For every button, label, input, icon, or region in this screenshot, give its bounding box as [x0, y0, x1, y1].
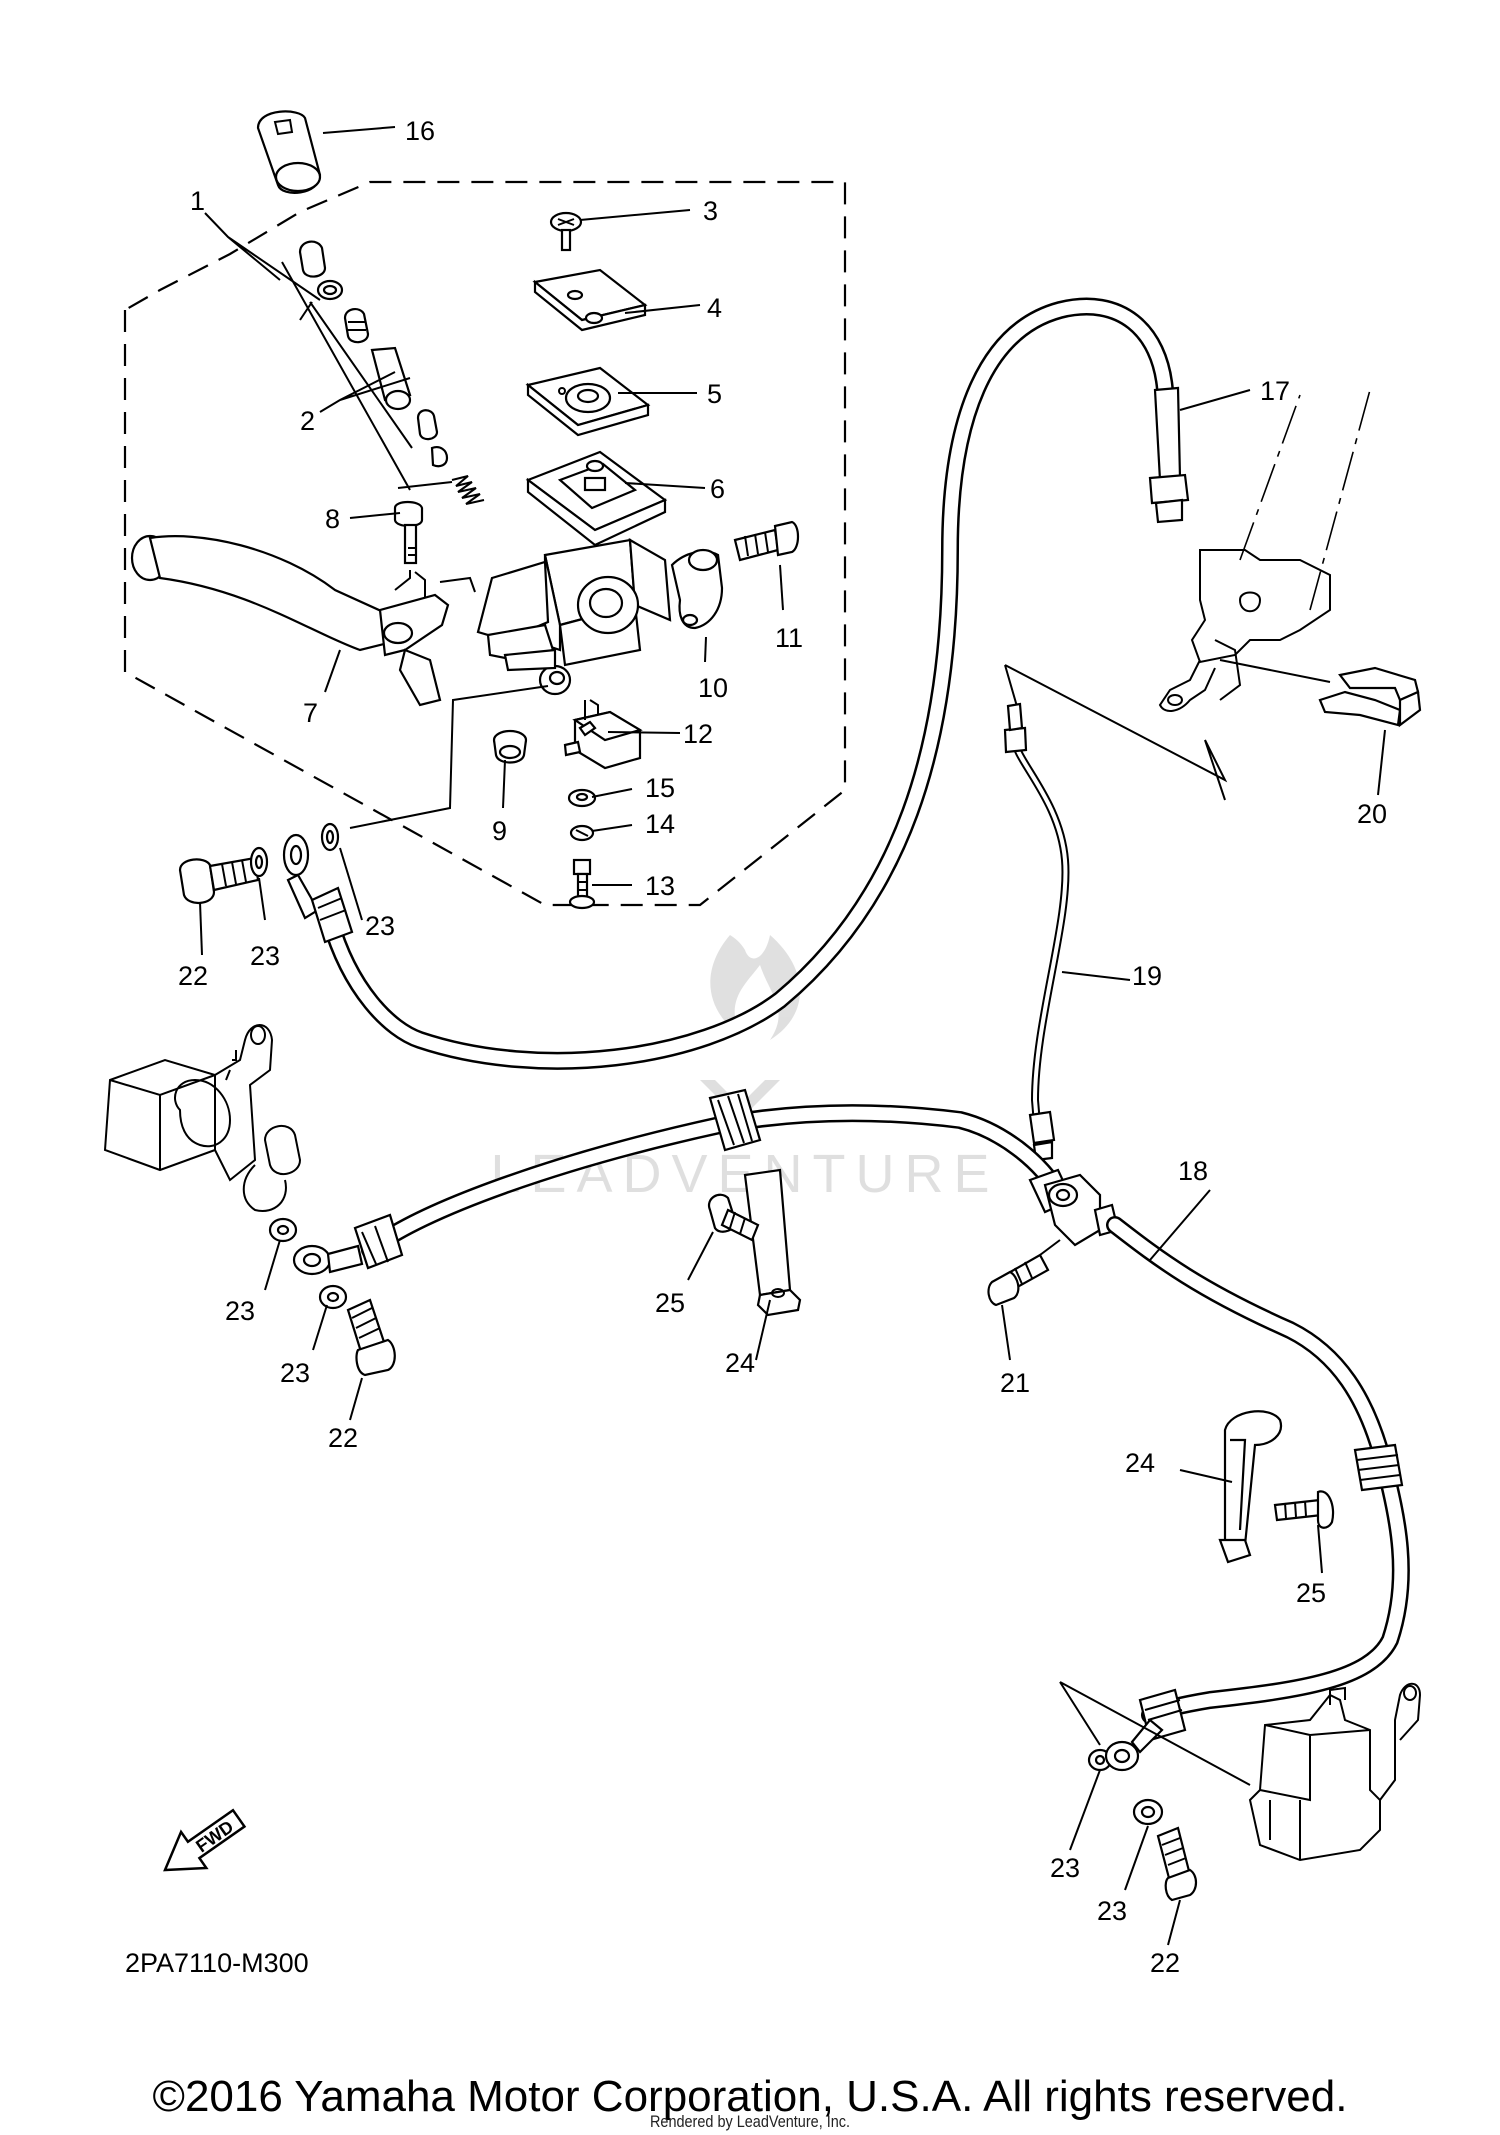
callout-22-lower-left: 22	[328, 1423, 358, 1453]
callout-13: 13	[645, 871, 675, 901]
fwd-arrow-icon: FWD	[163, 1808, 247, 1872]
master-cylinder-assembly-boundary	[123, 180, 847, 907]
callout-17: 17	[1260, 376, 1290, 406]
callout-24-center: 24	[725, 1348, 755, 1378]
bolt-part-11	[733, 520, 800, 562]
callout-5: 5	[707, 379, 722, 409]
bolt-part-25-center	[707, 1193, 760, 1242]
washer-part-23-lower-left-b	[318, 1284, 348, 1310]
callout-23-upper-left: 23	[250, 941, 280, 971]
leader-caliper-to-pipe	[1004, 664, 1228, 801]
callout-23-lower-right-a: 23	[1050, 1853, 1080, 1883]
brake-lever-part-7	[130, 534, 476, 707]
leader-right-banjo-group	[1059, 1681, 1251, 1786]
hose-banjo-fitting-lower-left	[292, 1244, 364, 1276]
brake-hose-part-18-right	[1106, 1216, 1410, 1742]
master-cylinder-body	[476, 538, 672, 696]
callout-9: 9	[492, 816, 507, 846]
washer-part-23-lower-right-b	[1132, 1798, 1164, 1826]
brake-pipe-part-19	[1003, 702, 1070, 1162]
callout-15: 15	[645, 773, 675, 803]
bolt-part-25-right	[1273, 1490, 1335, 1529]
callout-23-upper-right: 23	[365, 911, 395, 941]
callout-22-upper: 22	[178, 961, 208, 991]
callout-19: 19	[1132, 961, 1162, 991]
brake-hose-part-18-left	[353, 1088, 1074, 1270]
callout-4: 4	[707, 293, 722, 323]
clip-part-20	[1318, 666, 1422, 728]
washer-part-23-upper-right	[320, 822, 340, 852]
grip-holder-part-16	[256, 110, 322, 194]
callout-22-lower-right: 22	[1150, 1948, 1180, 1978]
hose-guide-part-24-right	[1218, 1410, 1283, 1564]
callout-8: 8	[325, 504, 340, 534]
callout-12: 12	[683, 719, 713, 749]
hose-banjo-fitting-lower-right	[1104, 1718, 1164, 1772]
callout-11: 11	[775, 623, 803, 653]
copyright-notice: ©2016 Yamaha Motor Corporation, U.S.A. A…	[152, 2072, 1348, 2121]
callout-23-lower-left-a: 23	[225, 1296, 255, 1326]
callout-7: 7	[303, 698, 318, 728]
callout-6: 6	[710, 474, 725, 504]
bolt-part-21	[987, 1253, 1050, 1307]
washer-part-23-lower-left-a	[268, 1217, 298, 1243]
brake-hose-part-17	[310, 297, 1190, 1070]
pivot-bolt-part-8	[393, 500, 424, 565]
callout-10: 10	[698, 673, 728, 703]
callout-2: 2	[300, 406, 315, 436]
leader-hose-to-body	[349, 685, 549, 829]
leader-clip-20	[1219, 659, 1331, 683]
brake-switch-part-12	[563, 699, 643, 770]
grommet-part-9	[492, 729, 528, 764]
callout-3: 3	[703, 196, 718, 226]
banjo-bolt-part-22-lower-left	[346, 1298, 396, 1377]
diaphragm-plate-part-5	[525, 366, 651, 437]
lock-washer-part-14	[569, 824, 595, 842]
banjo-bolt-part-22-lower-right	[1156, 1826, 1198, 1902]
rendered-by-notice: Rendered by LeadVenture, Inc.	[649, 2112, 851, 2131]
callout-24-right: 24	[1125, 1448, 1155, 1478]
callout-20: 20	[1357, 799, 1387, 829]
screw-part-13	[568, 858, 596, 910]
callout-23-lower-left-b: 23	[280, 1358, 310, 1388]
callout-21: 21	[1000, 1368, 1030, 1398]
callout-23-lower-right-b: 23	[1097, 1896, 1127, 1926]
diagram-code: 2PA7110-M300	[125, 1948, 309, 1978]
holder-part-10	[670, 548, 724, 630]
hose-banjo-fitting-upper	[282, 833, 320, 920]
callout-14: 14	[645, 809, 675, 839]
fork-mount-sketch-upper-right	[1158, 389, 1371, 712]
piston-kit-part-2	[281, 240, 485, 505]
brake-caliper-left-sketch	[103, 1024, 302, 1212]
washer-part-15	[567, 788, 597, 808]
diaphragm-part-6	[525, 450, 668, 547]
three-way-joint	[1043, 1173, 1120, 1247]
banjo-bolt-part-22-upper	[178, 856, 260, 904]
callout-25-center: 25	[655, 1288, 685, 1318]
callout-18: 18	[1178, 1156, 1208, 1186]
callout-leaders	[199, 126, 1386, 1946]
callout-numbers: 16 1 3 4 5 2 6 8 11 7 10 12 9 15 14 13 2…	[178, 116, 1387, 1978]
reservoir-cap-part-4	[532, 268, 648, 332]
washer-part-23-upper-left	[249, 846, 269, 878]
leader-joint-bolt-21	[1039, 1239, 1061, 1256]
callout-1: 1	[190, 186, 205, 216]
callout-16: 16	[405, 116, 435, 146]
callout-25-right: 25	[1296, 1578, 1326, 1608]
screw-part-3	[549, 211, 583, 252]
brake-caliper-right-sketch	[1248, 1682, 1422, 1862]
